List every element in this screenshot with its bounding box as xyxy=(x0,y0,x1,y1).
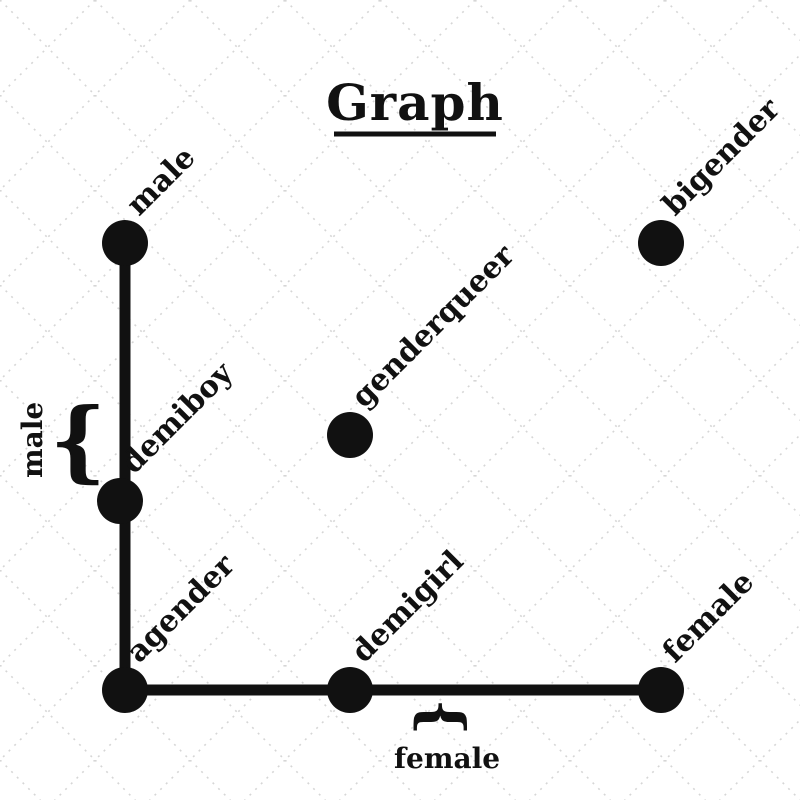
left-brace-label: male xyxy=(16,402,49,478)
bottom-curly-brace-icon: { xyxy=(409,698,477,735)
bottom-brace-group: { female xyxy=(394,698,500,775)
edges xyxy=(119,243,661,696)
node-genderqueer xyxy=(327,412,373,458)
page-title: Graph xyxy=(326,73,504,132)
node-male xyxy=(102,220,148,266)
left-brace-group: { male xyxy=(16,388,106,492)
node-female xyxy=(638,667,684,713)
node-bigender xyxy=(638,220,684,266)
node-agender xyxy=(102,667,148,713)
left-curly-brace-icon: { xyxy=(50,388,107,492)
node-demiboy xyxy=(97,478,143,524)
bottom-brace-label: female xyxy=(394,742,500,775)
node-demigirl xyxy=(327,667,373,713)
nodes xyxy=(97,220,684,713)
